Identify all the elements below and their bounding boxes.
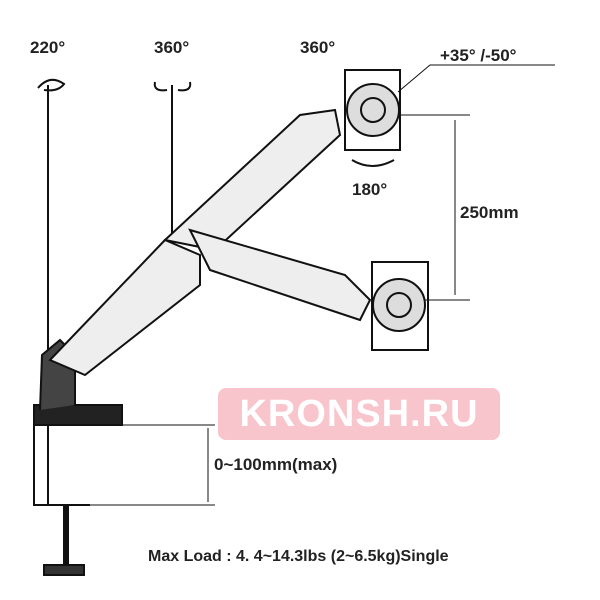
swivel-arrow-icon (351, 159, 395, 167)
height-adjust-label: 250mm (460, 203, 519, 222)
base-rotation-label: 220° (30, 38, 66, 57)
lower-arm (48, 238, 201, 377)
vesa-plate-top (344, 69, 401, 151)
swivel-label: 180° (352, 180, 388, 199)
arm-rotation-label: 360° (154, 38, 190, 57)
tilt-label: +35° /-50° (440, 46, 517, 65)
vesa-plate-bottom (371, 261, 429, 351)
upper-arm-top (162, 108, 342, 252)
rotate-arrow-icon (37, 78, 66, 92)
upper-arm-bottom (188, 228, 372, 322)
watermark: KRONSH.RU (218, 388, 500, 440)
rotate-arrow-icon (153, 81, 192, 92)
max-load-label: Max Load : 4. 4~14.3lbs (2~6.5kg)Single (148, 548, 449, 565)
screen-rotation-label: 360° (300, 38, 336, 57)
desk-thickness-label: 0~100mm(max) (214, 455, 338, 474)
